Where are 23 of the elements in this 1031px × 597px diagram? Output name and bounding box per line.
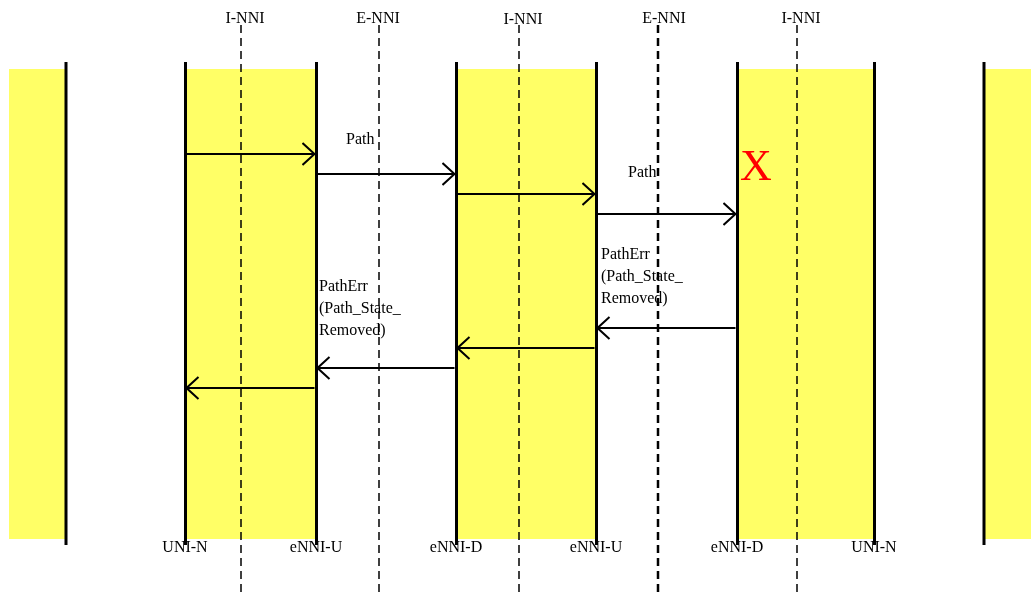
- interface-label: E-NNI: [642, 8, 686, 28]
- node-label: UNI-N: [162, 537, 208, 557]
- interface-label: I-NNI: [225, 8, 265, 28]
- interface-label: I-NNI: [503, 9, 543, 29]
- node-label: eNNI-U: [569, 537, 623, 557]
- interface-label: E-NNI: [356, 8, 400, 28]
- arrow: [596, 202, 737, 226]
- node-label: eNNI-D: [710, 537, 764, 557]
- arrow: [456, 336, 596, 360]
- arrow: [185, 376, 316, 400]
- interface-label: I-NNI: [781, 8, 821, 28]
- arrow: [316, 356, 456, 380]
- node-label: eNNI-D: [429, 537, 483, 557]
- arrow: [456, 182, 596, 206]
- arrow: [596, 316, 737, 340]
- edge-label: Path: [628, 162, 657, 182]
- edge-label: Path: [346, 129, 375, 149]
- failure-mark: X: [740, 144, 772, 188]
- arrow: [185, 142, 316, 166]
- node-label: eNNI-U: [289, 537, 343, 557]
- node-label: UNI-N: [851, 537, 897, 557]
- arrow: [316, 162, 456, 186]
- edge-label: PathErr (Path_State_ Removed): [319, 276, 402, 340]
